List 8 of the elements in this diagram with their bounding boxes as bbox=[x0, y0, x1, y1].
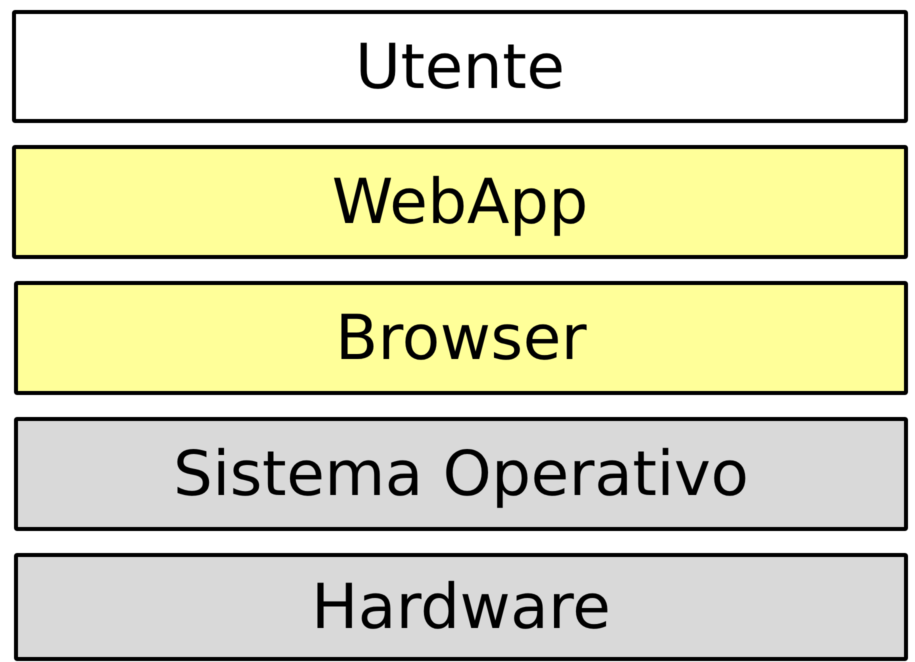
layer-box bbox=[12, 10, 908, 123]
layer-label: Hardware bbox=[311, 576, 611, 638]
layer-box bbox=[14, 417, 908, 531]
layer-box bbox=[14, 553, 908, 661]
layer-label: Browser bbox=[335, 307, 587, 369]
layer-box bbox=[12, 145, 908, 259]
layer-box bbox=[14, 281, 908, 395]
layer-label: Utente bbox=[355, 36, 565, 98]
